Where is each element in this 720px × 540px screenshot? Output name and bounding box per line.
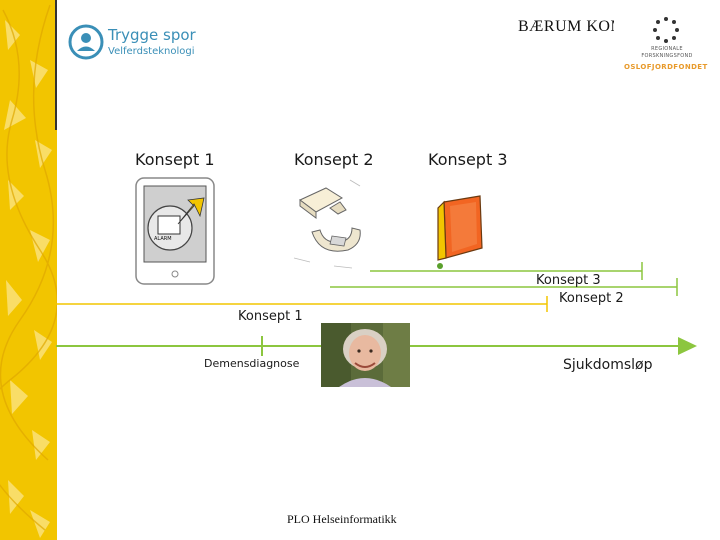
oslofjordfondet-logo-icon bbox=[653, 17, 679, 43]
concept-2-title: Konsept 2 bbox=[294, 150, 374, 169]
concept-3-orange-device-illustration bbox=[437, 195, 483, 269]
fund-logo-area bbox=[614, 10, 720, 80]
fund-name: OSLOFJORDFONDET bbox=[624, 63, 708, 71]
trygge-spor-logo-icon bbox=[68, 24, 104, 60]
yellow-side-panel bbox=[0, 0, 57, 540]
footer-text: PLO Helseinformatikk bbox=[287, 512, 397, 526]
diagnosis-label: Demensdiagnose bbox=[204, 357, 300, 370]
logo-subtitle: Velferdsteknologi bbox=[108, 46, 195, 57]
konsept-3-label: Konsept 3 bbox=[536, 273, 601, 288]
disease-course-label: Sjukdomsløp bbox=[563, 357, 653, 373]
device-sticker-text: ALARM bbox=[154, 236, 172, 242]
main-timeline-arrowhead bbox=[678, 337, 697, 355]
concept-2-sketch-illustration bbox=[293, 179, 361, 269]
konsept-2-label: Konsept 2 bbox=[559, 291, 624, 306]
fund-line1: REGIONALE bbox=[651, 46, 683, 52]
concept-1-title: Konsept 1 bbox=[135, 150, 215, 169]
concept-1-tablet-illustration: ALARM bbox=[135, 177, 215, 285]
fund-line2: FORSKNINGSFOND bbox=[641, 53, 693, 59]
logo-title: Trygge spor bbox=[108, 26, 196, 44]
konsept-1-label: Konsept 1 bbox=[238, 309, 303, 324]
concept-3-title: Konsept 3 bbox=[428, 150, 508, 169]
portrait-photo bbox=[321, 323, 410, 387]
